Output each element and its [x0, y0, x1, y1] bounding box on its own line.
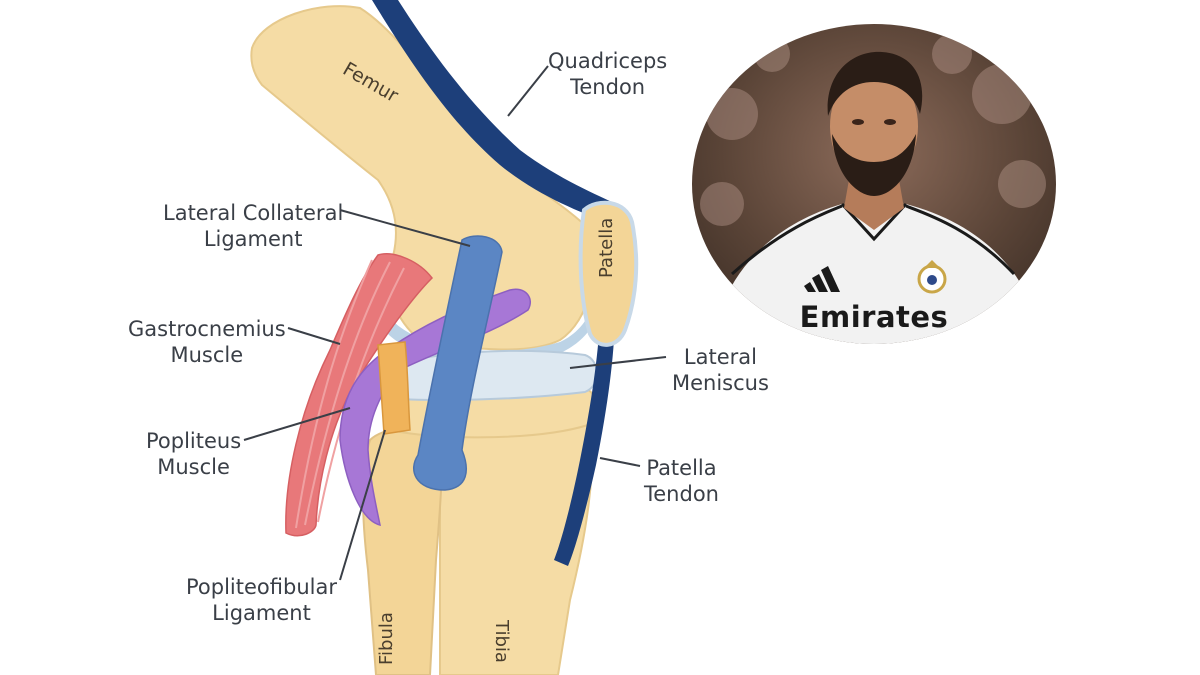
patella-tendon-label: Patella Tendon: [644, 455, 719, 507]
knee-anatomy-diagram: [243, 0, 667, 675]
popliteus-label-line1: Popliteus: [146, 429, 242, 453]
gastrocnemius-label: Gastrocnemius Muscle: [128, 316, 286, 368]
player-photo-drawing: [692, 24, 1056, 344]
patella-label: Patella: [596, 217, 617, 278]
popliteofibular-ligament: [377, 341, 411, 435]
leader-popliteus: [243, 407, 351, 441]
quadriceps-tendon-label: Quadriceps Tendon: [548, 48, 667, 100]
patella-tendon-label-line1: Patella: [646, 456, 717, 480]
lateral-meniscus-label-line2: Meniscus: [672, 371, 769, 395]
hair: [827, 51, 923, 116]
player-photo: Emirates: [692, 24, 1056, 344]
patella-tendon: [554, 318, 615, 566]
lateral-meniscus-label: Lateral Meniscus: [672, 344, 769, 396]
lcl-label: Lateral Collateral Ligament: [163, 200, 343, 252]
popliteofibular-label-line1: Popliteofibular: [186, 575, 337, 599]
quadriceps-tendon: [372, 0, 618, 222]
popliteofibular-label: Popliteofibular Ligament: [186, 574, 337, 626]
leader-gastrocnemius: [287, 327, 341, 345]
patella-bone: [578, 200, 639, 347]
club-crest-icon: [917, 260, 947, 294]
patella-tendon-label-line2: Tendon: [644, 482, 719, 506]
tibia-label: Tibia: [491, 620, 512, 663]
right-eye: [884, 119, 896, 125]
leader-patella-tendon: [599, 457, 641, 467]
leader-popliteofibular: [339, 429, 386, 581]
popliteofibular-label-line2: Ligament: [212, 601, 311, 625]
leader-lcl: [339, 209, 471, 247]
gastrocnemius-fibers: [295, 259, 405, 529]
face: [830, 68, 918, 184]
fibula-label: Fibula: [376, 612, 397, 665]
quadriceps-tendon-label-line2: Tendon: [570, 75, 646, 99]
leader-quadriceps: [507, 65, 549, 117]
leader-lines: [243, 65, 667, 581]
lcl-label-line1: Lateral Collateral: [163, 201, 344, 225]
gastrocnemius-muscle: [285, 253, 433, 537]
jersey-collar: [840, 202, 908, 242]
quadriceps-tendon-label-line1: Quadriceps: [548, 49, 668, 73]
jersey-stripes: [730, 204, 1016, 276]
lcl-label-line2: Ligament: [203, 227, 303, 251]
gastrocnemius-label-line1: Gastrocnemius: [128, 317, 286, 341]
popliteus-label: Popliteus Muscle: [146, 428, 241, 480]
beard: [832, 134, 916, 196]
leader-meniscus: [569, 356, 667, 369]
lateral-meniscus-label-line1: Lateral: [683, 345, 757, 369]
gastrocnemius-label-line2: Muscle: [170, 343, 244, 367]
jersey-sponsor-text: Emirates: [799, 300, 949, 334]
popliteus-label-line2: Muscle: [157, 455, 230, 479]
adidas-logo-icon: [804, 266, 840, 292]
left-eye: [852, 119, 864, 125]
lateral-collateral-ligament: [413, 235, 503, 491]
jersey: [712, 204, 1042, 344]
